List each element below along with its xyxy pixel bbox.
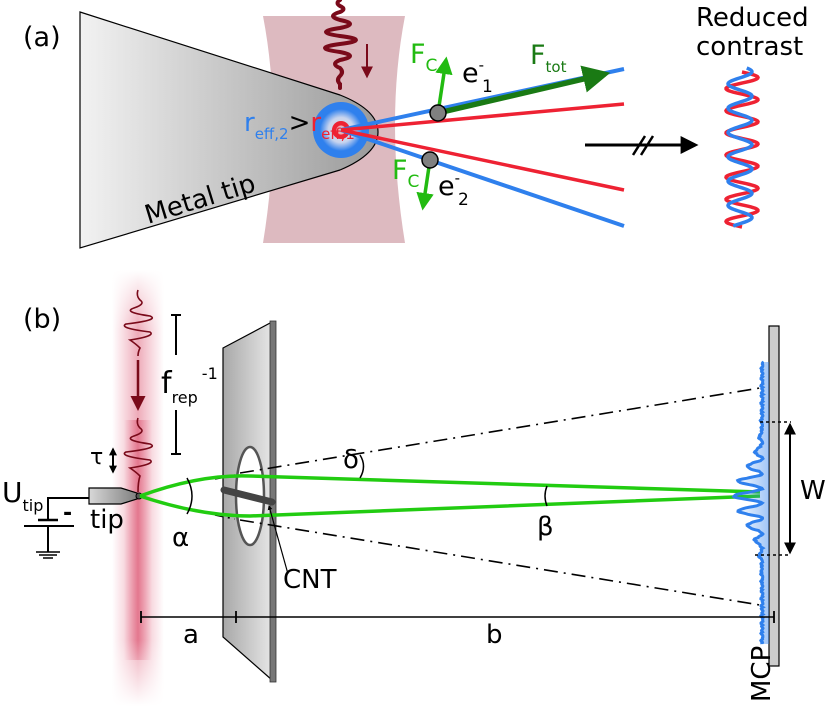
red-beam-upper <box>340 102 625 132</box>
laser-pulse-icon <box>323 0 358 90</box>
alpha-arc <box>186 477 193 515</box>
frep-label: frep-1 <box>161 364 218 407</box>
beta-label: β <box>537 512 554 542</box>
electron-2-label: e-2 <box>438 169 469 210</box>
tip-label: tip <box>90 505 124 535</box>
blue-beam-lower <box>340 128 625 228</box>
battery-minus: - <box>63 501 72 526</box>
coulomb-force-label-1: FC <box>410 39 437 76</box>
red-beam-lower <box>340 128 625 192</box>
circuit-wire <box>47 497 90 520</box>
electron-1 <box>429 104 447 122</box>
electron-1-label: e-1 <box>462 56 493 97</box>
delta-label: δ <box>343 445 359 475</box>
envelope-upper <box>239 387 761 474</box>
total-force-arrow <box>437 65 611 116</box>
reduced-contrast-line2: contrast <box>696 32 803 62</box>
distance-b-label: b <box>486 620 503 650</box>
width-label: W <box>800 476 826 506</box>
cnt-filament <box>220 486 276 506</box>
electron-2 <box>421 151 439 169</box>
beta-arc <box>544 485 548 507</box>
mcp-label: MCP <box>747 646 777 702</box>
tau-label: τ <box>90 445 103 470</box>
panel-b: (b) frep-1 τ Utip - <box>2 270 826 706</box>
reduced-contrast-line1: Reduced <box>696 3 809 33</box>
arrow-break-mark-1 <box>631 135 647 156</box>
coulomb-force-label-2: FC <box>392 155 419 192</box>
cnt-pointer <box>267 505 289 575</box>
electron-path-upper <box>139 474 761 498</box>
metal-tip <box>79 11 379 249</box>
interference-fringes <box>731 360 766 645</box>
distance-a-label: a <box>183 620 199 650</box>
laser-pulse-upper <box>123 289 154 357</box>
arrow-break-mark-2 <box>639 135 655 156</box>
utip-label: Utip <box>2 476 43 515</box>
laser-pulse-lower <box>123 417 154 493</box>
electron-path-lower <box>139 494 761 518</box>
cnt-label: CNT <box>283 565 337 595</box>
reff-relation: reff,2>reff,1 <box>244 108 355 143</box>
total-force-label: Ftot <box>530 40 567 76</box>
panel-a: (a) Metal tip reff,2>reff,1 FC <box>23 0 809 249</box>
panel-b-label: (b) <box>23 304 61 335</box>
panel-a-label: (a) <box>23 22 61 53</box>
envelope-lower <box>239 519 761 606</box>
coulomb-force-arrow-1 <box>435 56 453 114</box>
interference-pattern-blue <box>726 66 754 228</box>
alpha-label: α <box>172 523 189 553</box>
mcp-signal-fill <box>733 362 769 644</box>
delta-arc <box>359 454 365 479</box>
